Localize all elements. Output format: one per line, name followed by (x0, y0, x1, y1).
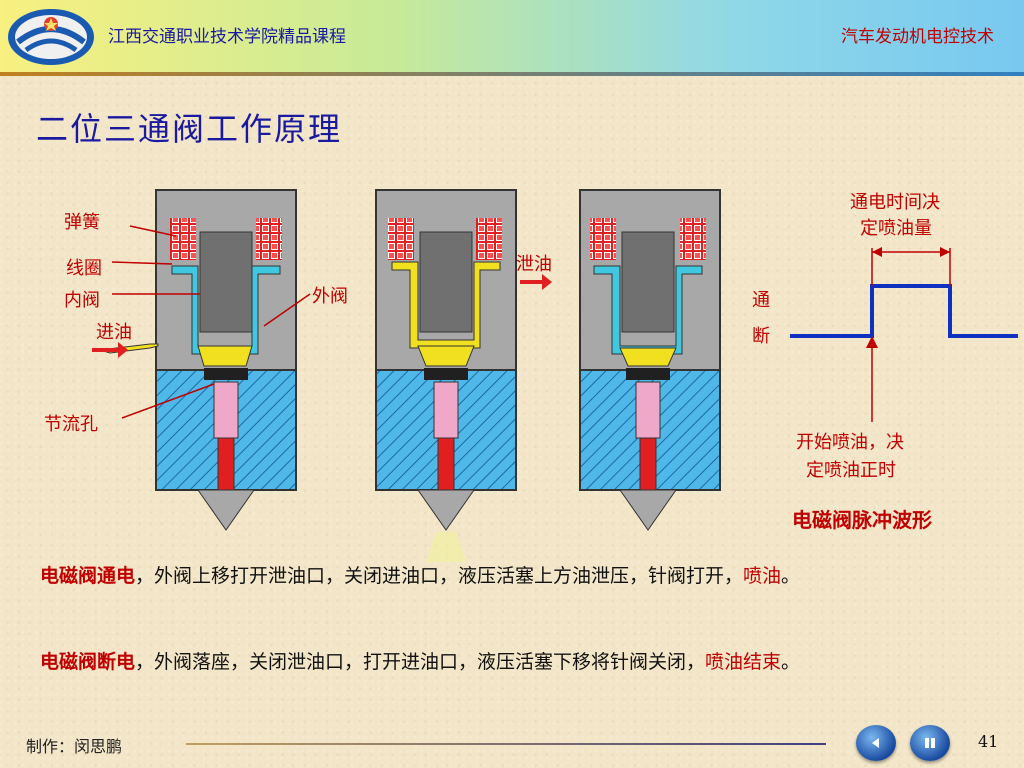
subject-title: 汽车发动机电控技术 (841, 27, 994, 47)
label-duration-note-1: 通电时间决 (850, 192, 940, 213)
label-duration-note-2: 定喷油量 (860, 218, 932, 239)
injector-2 (375, 189, 517, 562)
header-bar (0, 0, 1024, 74)
injector-diagram (92, 189, 1018, 562)
page-number: 41 (978, 732, 999, 751)
slide-title: 二位三通阀工作原理 (36, 110, 343, 148)
label-inner-valve: 内阀 (64, 290, 100, 311)
logo-icon (8, 9, 94, 65)
pause-button[interactable] (910, 725, 950, 761)
label-start-note-2: 定喷油正时 (806, 460, 896, 481)
paragraph-energized-end: 。 (781, 565, 801, 587)
label-coil: 线圈 (66, 258, 102, 279)
header-divider (0, 72, 1024, 76)
paragraph-deenergized-emph: 喷油结束 (705, 651, 782, 673)
label-pointers (92, 225, 552, 419)
footer-divider (186, 743, 826, 745)
paragraph-deenergized: 电磁阀断电，外阀落座，关闭泄油口，打开进油口，液压活塞下移将针阀关闭，喷油结束。 (40, 646, 985, 678)
label-off: 断 (752, 326, 770, 347)
paragraph-energized-emph: 喷油 (743, 565, 782, 587)
pause-icon (925, 738, 935, 748)
label-spring: 弹簧 (64, 212, 100, 233)
author-credit: 制作：闵思鹏 (26, 737, 123, 756)
label-on: 通 (752, 290, 770, 311)
paragraph-energized-lead: 电磁阀通电 (40, 565, 136, 587)
injector-3 (579, 189, 721, 531)
injector-1 (99, 189, 297, 531)
prev-slide-button[interactable] (856, 725, 896, 761)
label-outer-valve: 外阀 (312, 286, 348, 307)
paragraph-deenergized-lead: 电磁阀断电 (40, 651, 136, 673)
paragraph-deenergized-end: 。 (781, 651, 801, 673)
waveform-caption: 电磁阀脉冲波形 (792, 508, 932, 532)
label-inlet: 进油 (96, 322, 132, 343)
prev-arrow-icon (872, 738, 879, 748)
pulse-waveform (790, 247, 1018, 422)
paragraph-deenergized-body: ，外阀落座，关闭泄油口，打开进油口，液压活塞下移将针阀关闭， (135, 651, 706, 673)
paragraph-energized: 电磁阀通电，外阀上移打开泄油口，关闭进油口，液压活塞上方油泄压，针阀打开，喷油。 (40, 560, 985, 592)
label-throttle-hole: 节流孔 (44, 414, 98, 435)
label-drain: 泄油 (516, 254, 552, 275)
label-start-note-1: 开始喷油，决 (796, 432, 904, 453)
course-title: 江西交通职业技术学院精品课程 (108, 27, 346, 47)
paragraph-energized-body: ，外阀上移打开泄油口，关闭进油口，液压活塞上方油泄压，针阀打开， (135, 565, 744, 587)
